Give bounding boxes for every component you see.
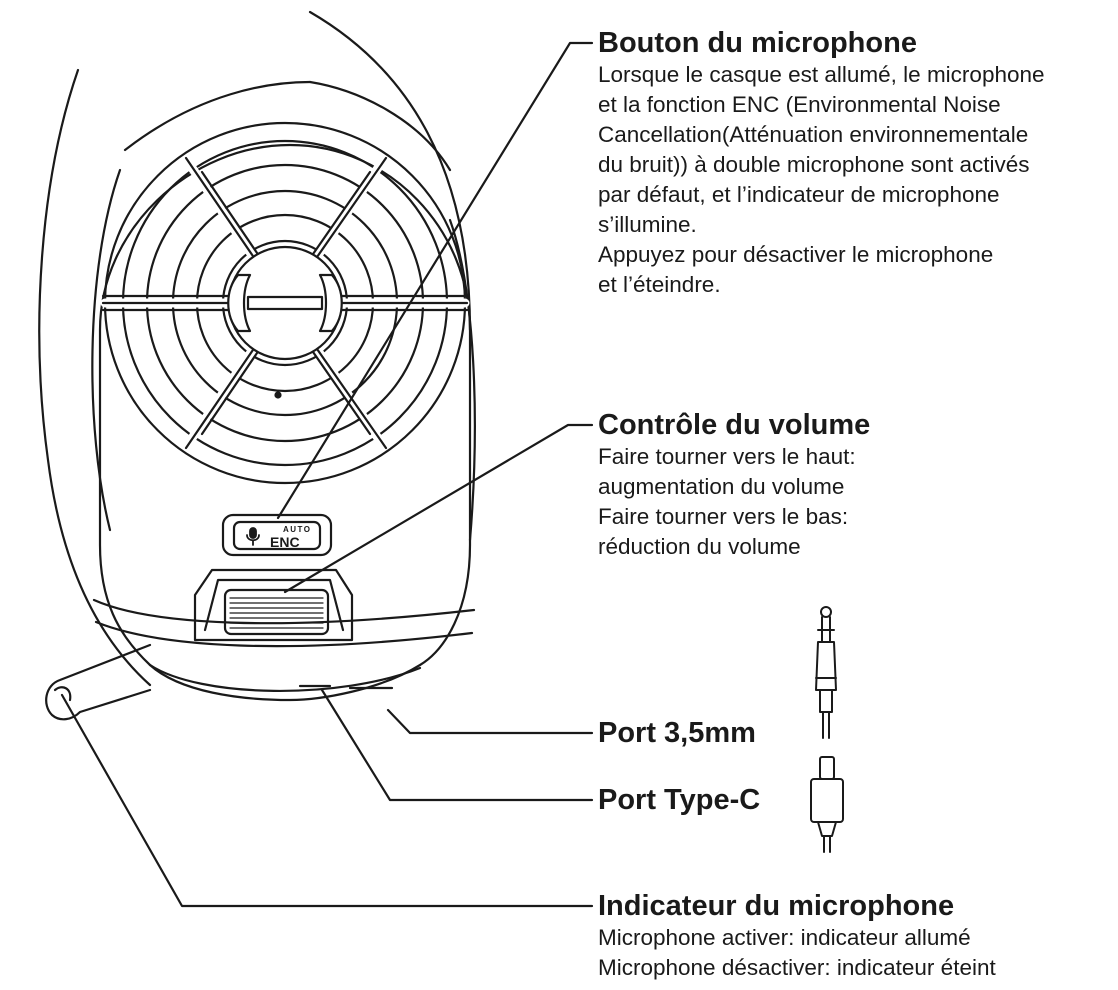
jack-3-5mm-icon xyxy=(815,606,837,739)
callout-title: Indicateur du microphone xyxy=(598,890,955,922)
enc-label: ENC xyxy=(270,534,300,550)
callout-port-typec: Port Type-C xyxy=(598,783,760,817)
usb-type-c-icon xyxy=(810,756,844,853)
callout-port-35: Port 3,5mm xyxy=(598,716,756,750)
callout-line: Appuyez pour désactiver le microphone xyxy=(598,242,994,267)
shell-inner-left xyxy=(91,168,122,532)
callout-line: du bruit)) à double microphone sont acti… xyxy=(598,152,1030,177)
microphone-icon xyxy=(246,527,260,546)
callout-line: Lorsque le casque est allumé, le microph… xyxy=(598,62,1045,87)
leader-mic-button xyxy=(276,41,594,520)
headband-outline xyxy=(308,10,472,332)
callout-title: Port 3,5mm xyxy=(598,717,756,749)
callout-line: réduction du volume xyxy=(598,534,801,559)
leader-port-typec xyxy=(320,688,594,802)
volume-wheel-housing xyxy=(193,568,354,642)
callout-line: Cancellation(Atténuation environnemental… xyxy=(598,122,1029,147)
callout-line: Faire tourner vers le bas: xyxy=(598,504,849,529)
brand-logo xyxy=(227,273,343,333)
callout-volume: Contrôle du volume Faire tourner vers le… xyxy=(598,408,870,562)
earcup-right-outline xyxy=(448,218,476,542)
shell-left-outline xyxy=(38,68,152,687)
callout-line: et l’éteindre. xyxy=(598,272,721,297)
callout-line: par défaut, et l’indicateur de microphon… xyxy=(598,182,1000,207)
callout-title: Contrôle du volume xyxy=(598,409,871,441)
callout-line: Microphone activer: indicateur allumé xyxy=(598,925,971,950)
callout-line: et la fonction ENC (Environmental Noise xyxy=(598,92,1001,117)
callout-line: augmentation du volume xyxy=(598,474,845,499)
leader-mic-indicator xyxy=(60,693,594,908)
callout-line: Faire tourner vers le haut: xyxy=(598,444,856,469)
mic-enc-button xyxy=(221,513,333,557)
callout-mic-indicator: Indicateur du microphone Microphone acti… xyxy=(598,889,996,983)
callout-line: s’illumine. xyxy=(598,212,697,237)
callout-title: Port Type-C xyxy=(598,784,761,816)
callout-line: Microphone désactiver: indicateur éteint xyxy=(598,955,996,980)
speaker-grille xyxy=(100,121,470,485)
callout-title: Bouton du microphone xyxy=(598,27,917,59)
boom-mic xyxy=(45,643,152,721)
volume-wheel xyxy=(223,588,330,636)
leader-port-35 xyxy=(386,708,594,735)
callout-mic-button: Bouton du microphone Lorsque le casque e… xyxy=(598,26,1045,300)
auto-label: AUTO xyxy=(283,525,312,534)
leader-volume xyxy=(283,423,594,594)
